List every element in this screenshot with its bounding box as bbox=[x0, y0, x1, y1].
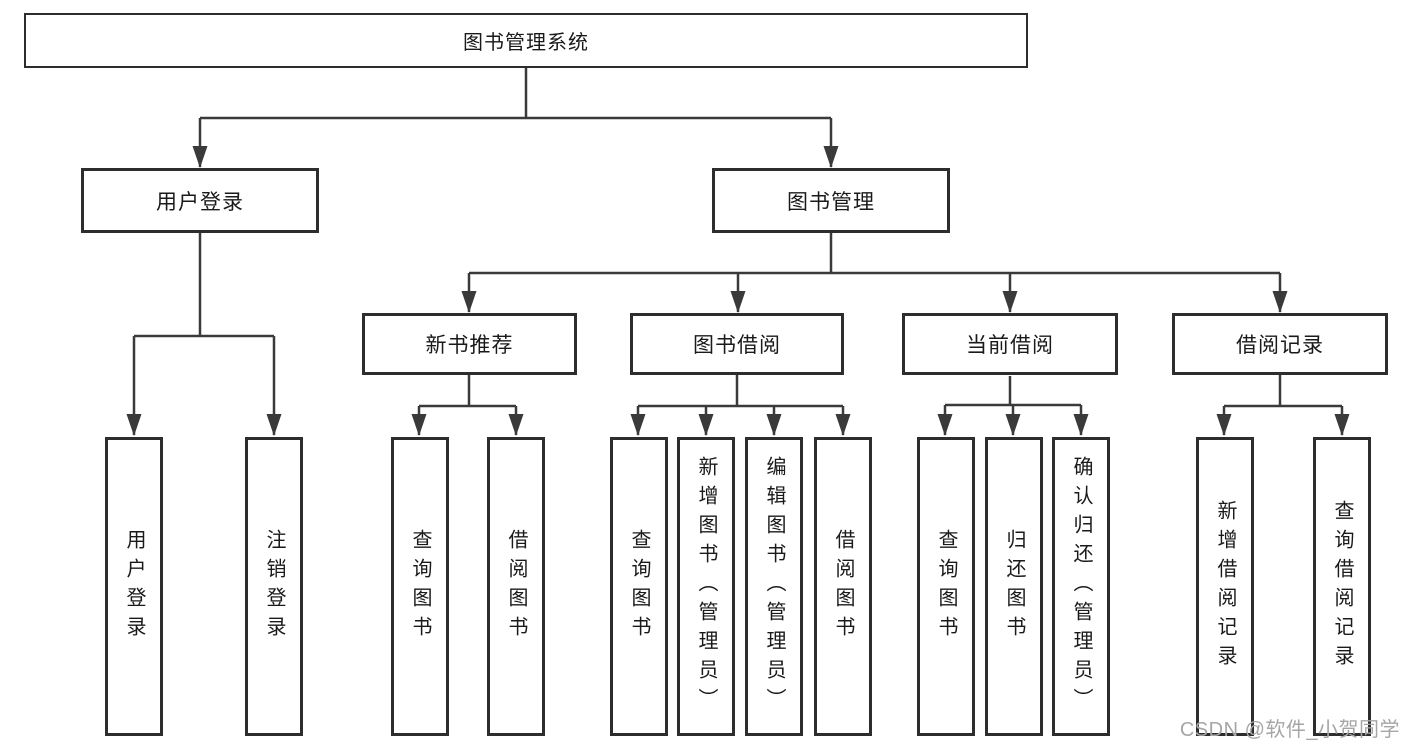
connector-newbook-trunk bbox=[419, 375, 516, 408]
leaf-recommend-borrow-books: 借阅图书 bbox=[487, 437, 545, 736]
leaf-user-login: 用户登录 bbox=[105, 437, 163, 736]
node-root-system: 图书管理系统 bbox=[24, 13, 1028, 68]
node-new-book-recommend: 新书推荐 bbox=[362, 313, 577, 375]
node-current-borrowing: 当前借阅 bbox=[902, 313, 1118, 375]
leaf-confirm-return-admin: 确认归还（管理员） bbox=[1052, 437, 1110, 736]
connector-userlogin-trunk bbox=[134, 233, 274, 338]
node-book-borrowing: 图书借阅 bbox=[630, 313, 844, 375]
connector-root-trunk bbox=[200, 68, 831, 120]
connector-currentborrow-trunk bbox=[945, 376, 1081, 407]
connector-bookborrow-trunk bbox=[638, 375, 843, 408]
leaf-add-borrow-record: 新增借阅记录 bbox=[1196, 437, 1254, 736]
leaf-edit-books-admin: 编辑图书（管理员） bbox=[745, 437, 803, 736]
node-book-management: 图书管理 bbox=[712, 168, 950, 233]
leaf-recommend-query-books: 查询图书 bbox=[391, 437, 449, 736]
leaf-borrowing-borrow-books: 借阅图书 bbox=[814, 437, 872, 736]
connector-borrowrecord-trunk bbox=[1224, 375, 1342, 408]
node-borrowing-records: 借阅记录 bbox=[1172, 313, 1388, 375]
node-user-login: 用户登录 bbox=[81, 168, 319, 233]
leaf-logout: 注销登录 bbox=[245, 437, 303, 736]
leaf-return-books: 归还图书 bbox=[985, 437, 1043, 736]
leaf-add-books-admin: 新增图书（管理员） bbox=[677, 437, 735, 736]
leaf-borrowing-query-books: 查询图书 bbox=[610, 437, 668, 736]
connector-bookmgmt-trunk bbox=[469, 233, 1280, 275]
leaf-query-borrow-record: 查询借阅记录 bbox=[1313, 437, 1371, 736]
csdn-watermark: CSDN @软件_小贺同学 bbox=[1179, 719, 1400, 741]
leaf-current-query-books: 查询图书 bbox=[917, 437, 975, 736]
